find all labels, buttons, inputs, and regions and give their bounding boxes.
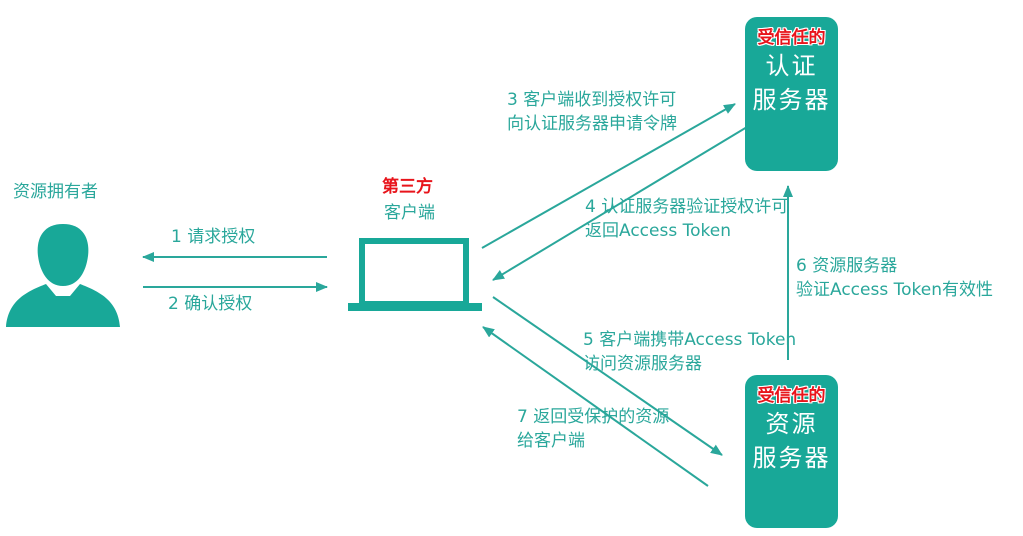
auth-server-trusted-tag: 受信任的	[757, 28, 826, 48]
step-6-line-1: 6 资源服务器	[796, 256, 898, 276]
arrow-7-return-resource	[482, 326, 709, 487]
step-2-label: 2 确认授权	[168, 294, 253, 314]
resource-server-name-line-2: 服务器	[752, 444, 831, 472]
step-4-line-2: 返回Access Token	[585, 221, 731, 241]
step-3-line-1: 3 客户端收到授权许可	[507, 90, 677, 110]
resource-server-name-line-1: 资源	[765, 410, 818, 438]
step-7-line-2: 给客户端	[517, 431, 585, 451]
step-4-label: 4 认证服务器验证授权许可 返回Access Token	[585, 195, 788, 243]
step-7-label: 7 返回受保护的资源 给客户端	[517, 405, 669, 453]
step-7-line-1: 7 返回受保护的资源	[517, 407, 670, 427]
step-3-line-2: 向认证服务器申请令牌	[507, 114, 677, 134]
resource-server-trusted-tag: 受信任的	[757, 386, 826, 406]
step-5-label: 5 客户端携带Access Token 访问资源服务器	[583, 328, 796, 376]
resource-server: 受信任的 资源 服务器	[745, 375, 838, 528]
resource-owner-label: 资源拥有者	[13, 182, 98, 202]
step-6-label: 6 资源服务器 验证Access Token有效性	[796, 254, 993, 302]
authorization-server: 受信任的 认证 服务器	[745, 17, 838, 171]
step-3-label: 3 客户端收到授权许可 向认证服务器申请令牌	[507, 88, 677, 136]
step-5-line-2: 访问资源服务器	[583, 354, 702, 374]
auth-server-name-line-1: 认证	[765, 52, 818, 80]
step-5-line-1: 5 客户端携带Access Token	[583, 330, 797, 350]
client-label: 客户端	[384, 203, 435, 223]
arrow-4-return-token	[492, 126, 748, 281]
person-icon	[6, 224, 120, 327]
laptop-icon	[348, 238, 482, 311]
auth-server-name-line-2: 服务器	[752, 86, 831, 114]
third-party-tag: 第三方	[382, 177, 433, 197]
step-4-line-1: 4 认证服务器验证授权许可	[585, 197, 789, 217]
step-1-label: 1 请求授权	[171, 227, 256, 247]
arrow-3-request-token	[481, 103, 736, 249]
step-6-line-2: 验证Access Token有效性	[796, 280, 993, 300]
arrow-5-access-resource	[492, 296, 723, 456]
